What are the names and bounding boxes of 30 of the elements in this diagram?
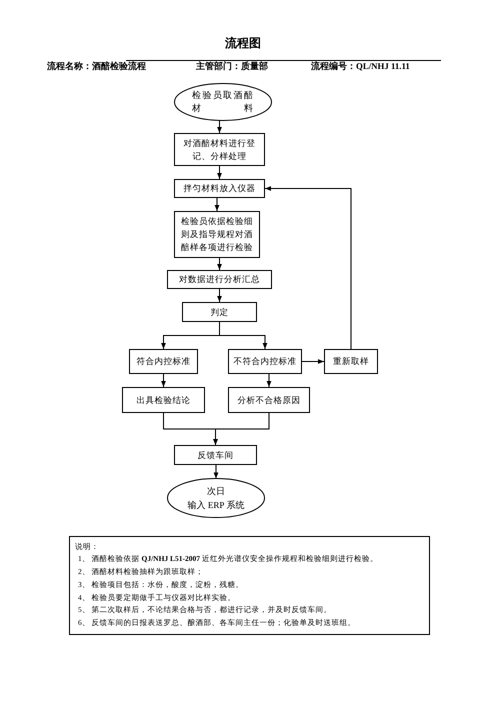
terminal-ellipse: 次日 输入 ERP 系统 — [167, 478, 265, 518]
header-field: 流程编号：QL/NHJ 11.11 — [311, 61, 410, 72]
process-box: 重新取样 — [324, 349, 378, 374]
arrow — [264, 186, 352, 350]
process-box: 分析不合格原因 — [228, 387, 310, 413]
arrow — [161, 374, 166, 388]
process-box: 反馈车间 — [174, 445, 257, 465]
notes-box — [69, 536, 430, 635]
arrow — [213, 412, 270, 446]
arrow — [214, 198, 220, 212]
arrow — [214, 464, 218, 479]
process-box: 对数据进行分析汇总 — [167, 270, 272, 289]
process-box: 对酒醅材料进行登记、分样处理 — [174, 133, 265, 166]
process-box: 出具检验结论 — [122, 387, 205, 413]
process-box: 检验员依据检验细则及指导规程对酒醅样各项进行检验 — [174, 211, 260, 258]
header-field: 流程名称：酒醅检验流程 — [47, 61, 146, 72]
process-box: 不符合内控标准 — [228, 349, 302, 374]
arrow — [219, 322, 268, 350]
arrow — [217, 258, 222, 270]
header-field: 主管部门：质量部 — [196, 61, 268, 72]
page-title: 流程图 — [225, 36, 261, 50]
process-box: 拌匀材料放入仪器 — [174, 179, 265, 198]
arrow — [302, 359, 324, 364]
process-box: 符合内控标准 — [129, 349, 198, 374]
process-box: 判定 — [182, 302, 257, 322]
arrow — [217, 120, 222, 134]
arrow — [266, 374, 272, 388]
terminal-ellipse: 检验员取酒醅材料 — [174, 83, 272, 121]
arrow — [217, 166, 222, 180]
arrow — [217, 288, 222, 302]
